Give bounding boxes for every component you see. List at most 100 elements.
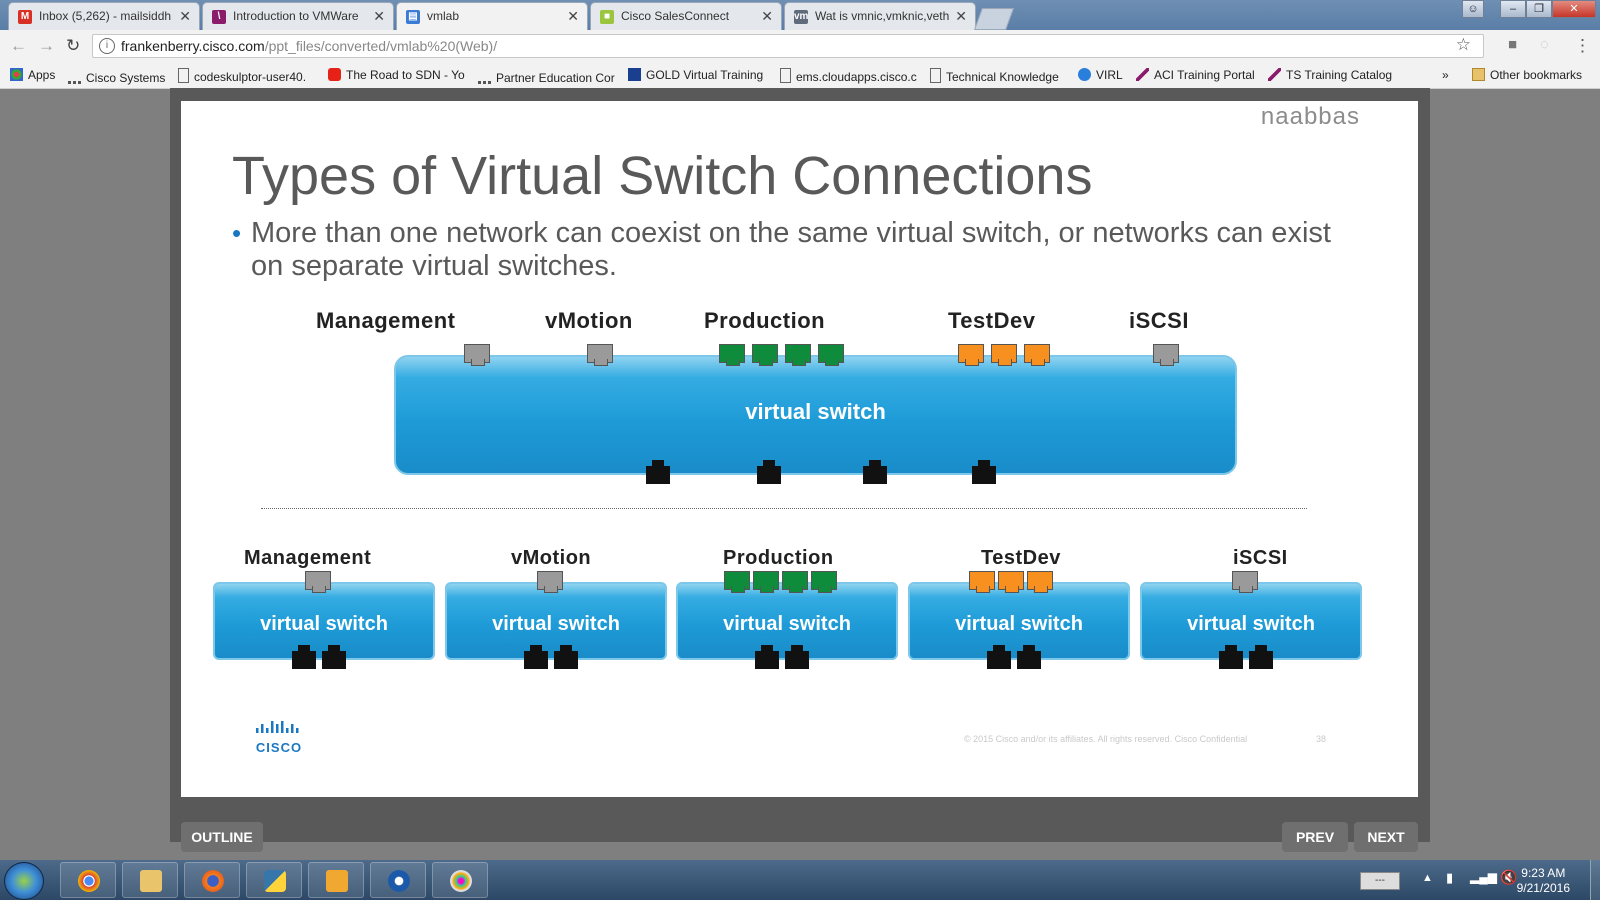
extension-2-icon[interactable]: ◌ [1540, 36, 1549, 53]
clock-date: 9/21/2016 [1516, 881, 1570, 895]
start-button[interactable] [4, 862, 44, 900]
port-icon [1024, 344, 1050, 366]
close-tab-icon[interactable]: ✕ [955, 8, 967, 24]
slide: naabbas Types of Virtual Switch Connecti… [181, 101, 1418, 797]
watermark: naabbas [1260, 103, 1360, 130]
user-icon[interactable]: ☺ [1462, 0, 1484, 18]
paint-taskbar-button[interactable] [432, 862, 488, 898]
port-icon [811, 571, 837, 593]
show-desktop-button[interactable] [1590, 860, 1600, 900]
extension-icon[interactable]: ■ [1508, 36, 1518, 53]
uplink-icon [972, 460, 996, 484]
tab-gmail[interactable]: M Inbox (5,262) - mailsiddh ✕ [8, 2, 200, 30]
uplink-icon [322, 645, 346, 669]
power-icon[interactable]: ▮ [1446, 870, 1454, 885]
other-bookmarks[interactable]: Other bookmarks [1472, 68, 1582, 82]
tab-vmlab[interactable]: ▤ vmlab ✕ [396, 2, 588, 30]
python-taskbar-button[interactable] [246, 862, 302, 898]
port-icon [782, 571, 808, 593]
slide-page-number: 38 [1316, 734, 1327, 744]
uplink-icon [987, 645, 1011, 669]
network-signal-icon[interactable]: ▂▄▆ [1470, 870, 1497, 884]
close-tab-icon[interactable]: ✕ [179, 8, 191, 24]
cisco-logo-text: CISCO [255, 740, 303, 755]
youtube-icon [328, 68, 341, 81]
close-tab-icon[interactable]: ✕ [567, 8, 579, 24]
bookmark-partner-education[interactable]: Partner Education Cor [478, 68, 616, 85]
bookmark-technical-knowledge[interactable]: Technical Knowledge [930, 68, 1066, 84]
bookmark-virl[interactable]: VIRL [1078, 68, 1123, 82]
bookmark-cisco-systems[interactable]: Cisco Systems [68, 68, 168, 85]
bookmark-codeskulptor[interactable]: codeskulptor-user40. [178, 68, 316, 84]
virtual-switch: virtual switch [445, 582, 667, 660]
prev-button[interactable]: PREV [1282, 822, 1348, 852]
port-icon [719, 344, 745, 366]
menu-icon[interactable]: ⋮ [1574, 36, 1591, 55]
network-label: Management [244, 547, 372, 569]
close-tab-icon[interactable]: ✕ [761, 8, 773, 24]
uplink-icon [863, 460, 887, 484]
port-icon [724, 571, 750, 593]
tab-vmware-intro[interactable]: \ Introduction to VMWare ✕ [202, 2, 394, 30]
restore-button[interactable]: ❐ [1526, 0, 1552, 18]
port-icon [969, 571, 995, 593]
forward-arrow-icon[interactable]: → [38, 36, 55, 55]
tab-label: Inbox (5,262) - mailsiddh [39, 9, 172, 23]
close-tab-icon[interactable]: ✕ [373, 8, 385, 24]
bookmark-star-icon[interactable]: ☆ [1455, 35, 1471, 54]
next-button[interactable]: NEXT [1354, 822, 1418, 852]
uplink-icon [1219, 645, 1243, 669]
port-icon [998, 571, 1024, 593]
info-icon[interactable]: i [99, 38, 115, 54]
uplink-icon [1249, 645, 1273, 669]
battery-indicator[interactable]: --- [1360, 872, 1400, 890]
tab-vmnic[interactable]: vm Wat is vmnic,vmknic,veth ✕ [784, 2, 976, 30]
page-icon [780, 68, 791, 83]
bookmark-apps[interactable]: Apps [10, 68, 55, 82]
network-label: Management [316, 308, 456, 333]
show-hidden-icons-icon[interactable]: ▲ [1422, 872, 1433, 884]
bookmark-road-to-sdn[interactable]: The Road to SDN - Yo [328, 68, 466, 82]
explorer-taskbar-button[interactable] [122, 862, 178, 898]
webex-icon [388, 870, 410, 892]
vm-icon: vm [794, 10, 809, 24]
volume-icon[interactable]: 🔇 [1500, 869, 1518, 885]
bookmark-ts-training-catalog[interactable]: TS Training Catalog [1268, 68, 1392, 82]
shared-virtual-switch: virtual switch [394, 355, 1237, 475]
chrome-taskbar-button[interactable] [60, 862, 116, 898]
tab-salesconnect[interactable]: ■ Cisco SalesConnect ✕ [590, 2, 782, 30]
outlook-taskbar-button[interactable] [308, 862, 364, 898]
bookmarks-bar: Apps Cisco Systems codeskulptor-user40. … [0, 62, 1600, 89]
cisco-icon [478, 68, 491, 84]
page-icon: ▤ [406, 10, 420, 24]
new-tab-button[interactable] [973, 8, 1015, 30]
uplink-icon [554, 645, 578, 669]
page-icon [178, 68, 189, 83]
bookmarks-overflow[interactable]: » [1442, 68, 1449, 82]
network-label: vMotion [545, 308, 633, 333]
port-icon [464, 344, 490, 366]
back-arrow-icon[interactable]: ← [10, 36, 27, 55]
firefox-taskbar-button[interactable] [184, 862, 240, 898]
close-window-button[interactable]: ✕ [1552, 0, 1596, 18]
system-clock[interactable]: 9:23 AM 9/21/2016 [1517, 866, 1570, 896]
webex-taskbar-button[interactable] [370, 862, 426, 898]
clock-time: 9:23 AM [1521, 866, 1566, 880]
virl-icon [1078, 68, 1091, 81]
port-icon [958, 344, 984, 366]
reload-icon[interactable]: ↻ [66, 36, 81, 55]
bookmark-gold-virtual-training[interactable]: GOLD Virtual Training [628, 68, 766, 82]
cisco-icon [68, 68, 81, 84]
bookmark-aci-training-portal[interactable]: ACI Training Portal [1136, 68, 1255, 82]
apps-grid-icon [10, 68, 23, 81]
network-label: Production [704, 308, 826, 333]
bookmark-ems-cloudapps[interactable]: ems.cloudapps.cisco.c [780, 68, 918, 84]
uplink-icon [1017, 645, 1041, 669]
slide-footer: © 2015 Cisco and/or its affiliates. All … [964, 734, 1248, 744]
cisco-bars-icon [256, 721, 299, 733]
outline-button[interactable]: OUTLINE [181, 822, 263, 852]
tab-label: Wat is vmnic,vmknic,veth [815, 9, 950, 23]
minimize-button[interactable]: – [1500, 0, 1526, 18]
firefox-icon [202, 870, 224, 892]
address-bar[interactable]: i frankenberry.cisco.com/ppt_files/conve… [92, 34, 1484, 58]
